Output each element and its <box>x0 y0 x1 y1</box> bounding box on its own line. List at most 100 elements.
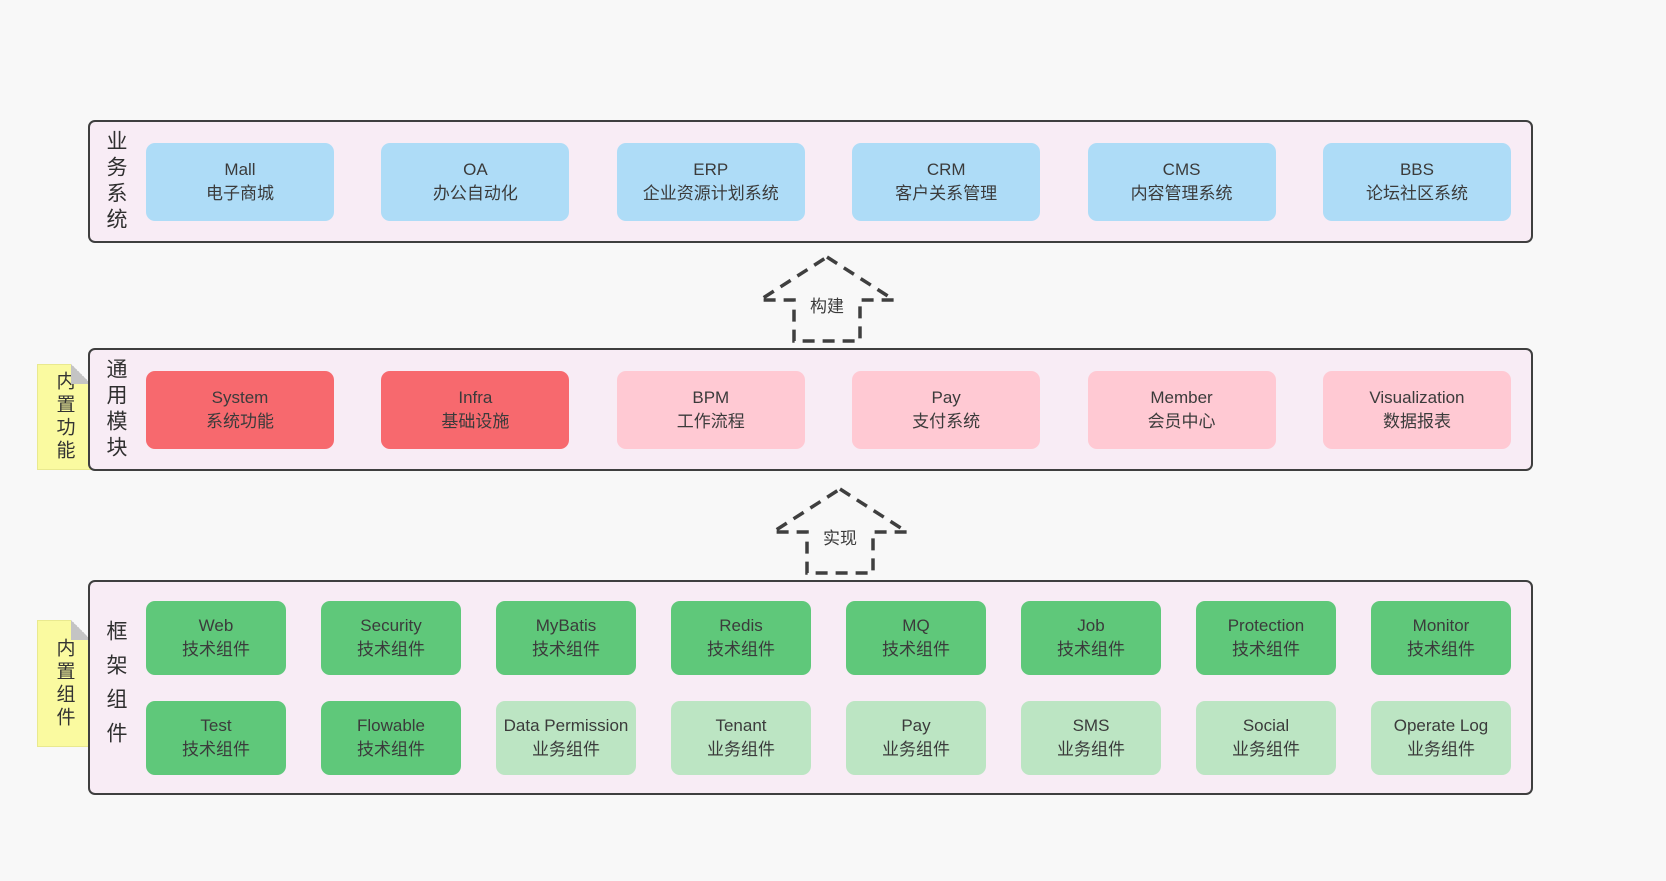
box-subtitle: 会员中心 <box>1147 411 1216 431</box>
box-data-permission: Data Permission 业务组件 <box>496 700 636 775</box>
box-title: Data Permission <box>503 715 629 735</box>
box-subtitle: 业务组件 <box>707 739 775 759</box>
implement-arrow-label: 实现 <box>819 524 861 549</box>
sticky-note-label: 内置功能 <box>53 371 75 463</box>
box-title: Visualization <box>1369 387 1465 407</box>
component-rows: Web 技术组件 Security 技术组件 MyBatis 技术组件 Redi… <box>130 600 1531 775</box>
box-title: Monitor <box>1412 615 1470 635</box>
box-title: Protection <box>1227 615 1305 635</box>
layer-framework-components: 框架组件 Web 技术组件 Security 技术组件 MyBatis 技术组件… <box>88 580 1533 795</box>
box-erp: ERP 企业资源计划系统 <box>616 142 805 221</box>
box-title: Redis <box>719 615 763 635</box>
layer-business-systems: 业务系统 Mall 电子商城 OA 办公自动化 ERP 企业资源计划系统 CRM… <box>88 120 1533 243</box>
box-title: Pay <box>901 715 931 735</box>
box-title: BPM <box>692 387 730 407</box>
box-monitor: Monitor 技术组件 <box>1371 600 1511 675</box>
box-pay-module: Pay 支付系统 <box>852 370 1041 449</box>
box-mq: MQ 技术组件 <box>846 600 986 675</box>
layer-title-business-systems: 业务系统 <box>104 129 127 234</box>
module-boxes-row: System 系统功能 Infra 基础设施 BPM 工作流程 Pay 支付系统… <box>130 370 1531 449</box>
component-boxes-row-1: Web 技术组件 Security 技术组件 MyBatis 技术组件 Redi… <box>130 600 1531 675</box>
box-web: Web 技术组件 <box>146 600 286 675</box>
box-subtitle: 数据报表 <box>1382 411 1451 431</box>
box-test: Test 技术组件 <box>146 700 286 775</box>
box-title: Security <box>360 615 422 635</box>
box-pay-component: Pay 业务组件 <box>846 700 986 775</box>
box-subtitle: 技术组件 <box>182 639 250 659</box>
box-title: ERP <box>693 159 729 179</box>
box-tenant: Tenant 业务组件 <box>671 700 811 775</box>
box-job: Job 技术组件 <box>1021 600 1161 675</box>
box-infra: Infra 基础设施 <box>381 370 570 449</box>
box-bbs: BBS 论坛社区系统 <box>1322 142 1511 221</box>
layer-title-framework-components: 框架组件 <box>104 619 127 756</box>
box-subtitle: 业务组件 <box>882 739 950 759</box>
up-arrow-icon <box>757 254 897 343</box>
box-subtitle: 论坛社区系统 <box>1365 183 1468 203</box>
box-flowable: Flowable 技术组件 <box>321 700 461 775</box>
box-protection: Protection 技术组件 <box>1196 600 1336 675</box>
box-title: Job <box>1077 615 1105 635</box>
box-operate-log: Operate Log 业务组件 <box>1371 700 1511 775</box>
box-subtitle: 业务组件 <box>1407 739 1475 759</box>
box-mybatis: MyBatis 技术组件 <box>496 600 636 675</box>
business-boxes-row: Mall 电子商城 OA 办公自动化 ERP 企业资源计划系统 CRM 客户关系… <box>130 142 1531 221</box>
box-title: CRM <box>926 159 966 179</box>
layer-common-modules: 通用模块 System 系统功能 Infra 基础设施 BPM 工作流程 Pay… <box>88 348 1533 471</box>
box-subtitle: 技术组件 <box>182 739 250 759</box>
box-title: Mall <box>224 159 256 179</box>
box-member: Member 会员中心 <box>1087 370 1276 449</box>
box-subtitle: 工作流程 <box>676 411 745 431</box>
box-title: SMS <box>1072 715 1110 735</box>
box-subtitle: 技术组件 <box>357 639 425 659</box>
box-subtitle: 业务组件 <box>532 739 600 759</box>
box-system: System 系统功能 <box>146 370 334 449</box>
up-arrow-icon <box>770 486 910 575</box>
box-title: Operate Log <box>1393 715 1489 735</box>
box-title: BBS <box>1399 159 1434 179</box>
sticky-note-built-in-features: 内置功能 <box>37 364 91 470</box>
box-title: Member <box>1150 387 1213 407</box>
box-subtitle: 客户关系管理 <box>895 183 998 203</box>
box-mall: Mall 电子商城 <box>146 142 334 221</box>
box-subtitle: 电子商城 <box>206 183 274 203</box>
box-title: MQ <box>902 615 930 635</box>
box-social: Social 业务组件 <box>1196 700 1336 775</box>
build-arrow-icon: 构建 <box>757 254 897 344</box>
box-subtitle: 办公自动化 <box>432 183 518 203</box>
box-title: Flowable <box>356 715 426 735</box>
box-title: Infra <box>458 387 493 407</box>
box-sms: SMS 业务组件 <box>1021 700 1161 775</box>
component-boxes-row-2: Test 技术组件 Flowable 技术组件 Data Permission … <box>130 700 1531 775</box>
box-title: Social <box>1242 715 1290 735</box>
box-subtitle: 技术组件 <box>707 639 775 659</box>
box-security: Security 技术组件 <box>321 600 461 675</box>
box-title: OA <box>463 159 488 179</box>
box-subtitle: 支付系统 <box>912 411 981 431</box>
box-subtitle: 技术组件 <box>882 639 950 659</box>
box-bpm: BPM 工作流程 <box>616 370 805 449</box>
box-subtitle: 技术组件 <box>532 639 600 659</box>
build-arrow-label: 构建 <box>806 292 848 317</box>
sticky-note-built-in-components: 内置组件 <box>37 620 91 747</box>
box-subtitle: 内容管理系统 <box>1130 183 1233 203</box>
box-subtitle: 业务组件 <box>1232 739 1300 759</box>
box-subtitle: 技术组件 <box>1057 639 1125 659</box>
box-title: MyBatis <box>535 615 597 635</box>
box-title: System <box>211 387 269 407</box>
implement-arrow-icon: 实现 <box>770 486 910 576</box>
box-subtitle: 系统功能 <box>206 411 274 431</box>
box-title: Web <box>198 615 234 635</box>
box-subtitle: 技术组件 <box>1407 639 1475 659</box>
box-subtitle: 基础设施 <box>441 411 510 431</box>
box-subtitle: 业务组件 <box>1057 739 1125 759</box>
box-crm: CRM 客户关系管理 <box>852 142 1041 221</box>
box-title: CMS <box>1162 159 1201 179</box>
box-title: Pay <box>931 387 961 407</box>
layer-title-common-modules: 通用模块 <box>104 357 127 462</box>
box-subtitle: 企业资源计划系统 <box>642 183 779 203</box>
box-redis: Redis 技术组件 <box>671 600 811 675</box>
box-title: Tenant <box>715 715 767 735</box>
box-subtitle: 技术组件 <box>1232 639 1300 659</box>
